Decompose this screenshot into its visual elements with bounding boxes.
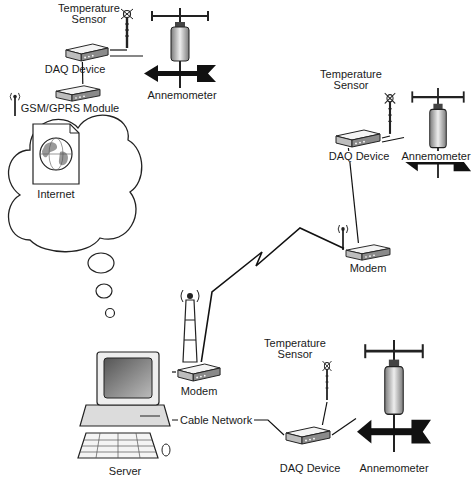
device-label: DAQ Device [326,151,392,162]
modem: Modem [176,362,222,382]
temperature-sensor: Temperature Sensor [119,8,135,50]
anemometer: Annemometer [404,88,472,178]
wireless-link [201,228,344,362]
daq-device: DAQ Device [334,128,382,148]
device-label: Modem [344,263,392,274]
device-label: GSM/GPRS Module [20,103,120,114]
device-label: Temperature Sensor [318,69,384,91]
modem: Modem [344,243,392,261]
connector-line [322,402,327,425]
temperature-sensor: Temperature Sensor [321,360,333,402]
daq-device: DAQ Device [64,42,110,62]
internet-cloud: Internet [4,110,144,256]
device-label: Annemometer [356,463,432,474]
device-label: Annemometer [144,90,220,101]
device-label: Temperature Sensor [56,3,122,25]
connector-line [382,138,404,143]
connector-line [172,371,176,372]
anemometer: Annemometer [143,8,217,88]
connector-line [382,136,390,138]
device-label: DAQ Device [277,463,343,474]
daq-device: DAQ Device [284,425,332,445]
device-label: Annemometer [398,151,474,162]
connector-line [110,49,127,50]
connector-line [348,148,358,243]
connector-line [332,418,356,435]
temperature-sensor: Temperature Sensor [383,92,397,136]
device-label: Internet [26,189,86,200]
anemometer: Annemometer [356,340,432,452]
device-label: Modem [175,386,223,397]
connector-line [110,55,143,56]
edge-label: Cable Network [178,414,254,426]
gsm-module: GSM/GPRS Module [54,84,102,102]
device-label: Temperature Sensor [262,338,328,360]
device-label: DAQ Device [42,64,108,75]
server-computer: Server [78,350,172,462]
device-label: Server [100,466,150,477]
